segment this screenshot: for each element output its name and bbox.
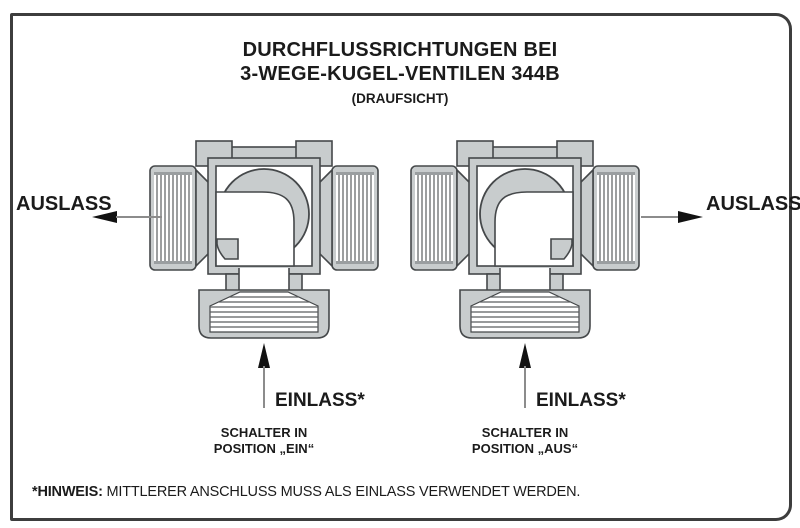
outlet-label-right: AUSLASS — [706, 193, 800, 215]
outlet-label-left: AUSLASS — [16, 193, 112, 215]
arrow-up-right-shaft — [524, 366, 526, 408]
switch-position-ein: SCHALTER IN POSITION „EIN“ — [186, 425, 342, 456]
arrow-right-shaft — [641, 216, 679, 218]
footnote: *HINWEIS: MITTLERER ANSCHLUSS MUSS ALS E… — [32, 484, 580, 500]
arrow-right-icon — [678, 211, 703, 223]
title-line-1: DURCHFLUSSRICHTUNGEN BEI — [242, 39, 558, 61]
title-line-2: 3-WEGE-KUGEL-VENTILEN 344B — [240, 63, 560, 85]
switch-aus-line1: SCHALTER IN — [481, 425, 569, 440]
inlet-label-left: EINLASS* — [275, 390, 365, 411]
arrow-left-shaft — [116, 216, 162, 218]
switch-aus-line2: POSITION „AUS“ — [471, 440, 579, 456]
three-way-valve-top-view-aus-icon — [410, 140, 640, 339]
three-way-valve-top-view-ein-icon — [149, 140, 379, 339]
switch-position-aus: SCHALTER IN POSITION „AUS“ — [447, 425, 603, 456]
inlet-label-right: EINLASS* — [536, 390, 626, 411]
arrow-left-icon — [92, 211, 117, 223]
switch-ein-line1: SCHALTER IN — [220, 425, 308, 440]
arrow-up-left-icon — [258, 343, 270, 368]
title-subtitle: (DRAUFSICHT) — [351, 91, 449, 106]
footnote-text: MITTLERER ANSCHLUSS MUSS ALS EINLASS VER… — [102, 484, 581, 500]
diagram-border-frame — [10, 13, 792, 521]
diagram-title: DURCHFLUSSRICHTUNGEN BEI 3-WEGE-KUGEL-VE… — [0, 38, 800, 106]
arrow-up-right-icon — [519, 343, 531, 368]
footnote-prefix: *HINWEIS: — [32, 484, 103, 500]
switch-ein-line2: POSITION „EIN“ — [213, 440, 315, 456]
arrow-up-left-shaft — [263, 366, 265, 408]
